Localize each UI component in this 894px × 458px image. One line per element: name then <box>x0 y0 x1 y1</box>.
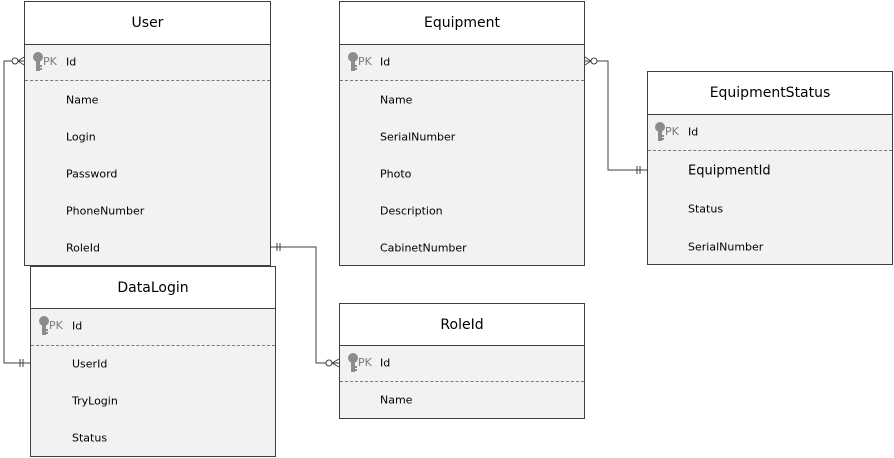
key-icon <box>348 52 358 71</box>
relationship-user-role[interactable] <box>271 243 340 368</box>
pk-label: PK <box>49 319 63 332</box>
pk-separator <box>31 345 275 346</box>
field-status: Status <box>688 202 724 216</box>
field-name: Name <box>380 93 413 107</box>
field-id: Id <box>380 55 391 69</box>
field-cabinet-number: CabinetNumber <box>380 241 467 255</box>
pk-label: PK <box>358 356 372 369</box>
field-id: Id <box>688 125 699 139</box>
field-name: Name <box>66 93 99 107</box>
field-id: Id <box>380 356 391 370</box>
pk-separator <box>340 80 584 81</box>
field-id: Id <box>66 55 77 69</box>
pk-separator <box>648 150 892 151</box>
entity-role-id[interactable]: RoleId PK Id Name <box>339 303 585 419</box>
entity-user[interactable]: User PK Id Name Login Password PhoneNumb… <box>24 1 271 266</box>
entity-title: DataLogin <box>31 267 275 309</box>
field-login: Login <box>66 130 96 144</box>
pk-separator <box>340 381 584 382</box>
field-status: Status <box>72 431 108 445</box>
entity-data-login[interactable]: DataLogin PK Id UserId TryLogin Status <box>30 266 276 457</box>
field-serial-number: SerialNumber <box>380 130 456 144</box>
entity-title: RoleId <box>340 304 584 346</box>
relationship-user-datalogin[interactable] <box>3 56 30 367</box>
field-photo: Photo <box>380 167 412 181</box>
field-phone-number: PhoneNumber <box>66 204 145 218</box>
field-password: Password <box>66 167 118 181</box>
field-id: Id <box>72 319 83 333</box>
field-name: Name <box>380 393 413 407</box>
entity-title: User <box>25 2 270 45</box>
key-icon <box>39 316 49 335</box>
pk-label: PK <box>43 55 57 68</box>
pk-separator <box>25 80 270 81</box>
field-description: Description <box>380 204 443 218</box>
field-serial-number: SerialNumber <box>688 240 764 254</box>
key-icon <box>655 122 665 141</box>
pk-label: PK <box>358 55 372 68</box>
entity-equipment[interactable]: Equipment PK Id Name SerialNumber Photo … <box>339 1 585 266</box>
field-user-id: UserId <box>72 357 108 371</box>
pk-label: PK <box>665 125 679 138</box>
entity-equipment-status[interactable]: EquipmentStatus PK Id EquipmentId Status… <box>647 71 893 265</box>
field-try-login: TryLogin <box>72 394 118 408</box>
key-icon <box>348 353 358 372</box>
entity-title: Equipment <box>340 2 584 45</box>
field-equipment-id: EquipmentId <box>688 163 771 179</box>
relationship-equipment-status[interactable] <box>584 56 647 174</box>
entity-title: EquipmentStatus <box>648 72 892 115</box>
key-icon <box>33 52 43 71</box>
field-role-id: RoleId <box>66 241 100 255</box>
